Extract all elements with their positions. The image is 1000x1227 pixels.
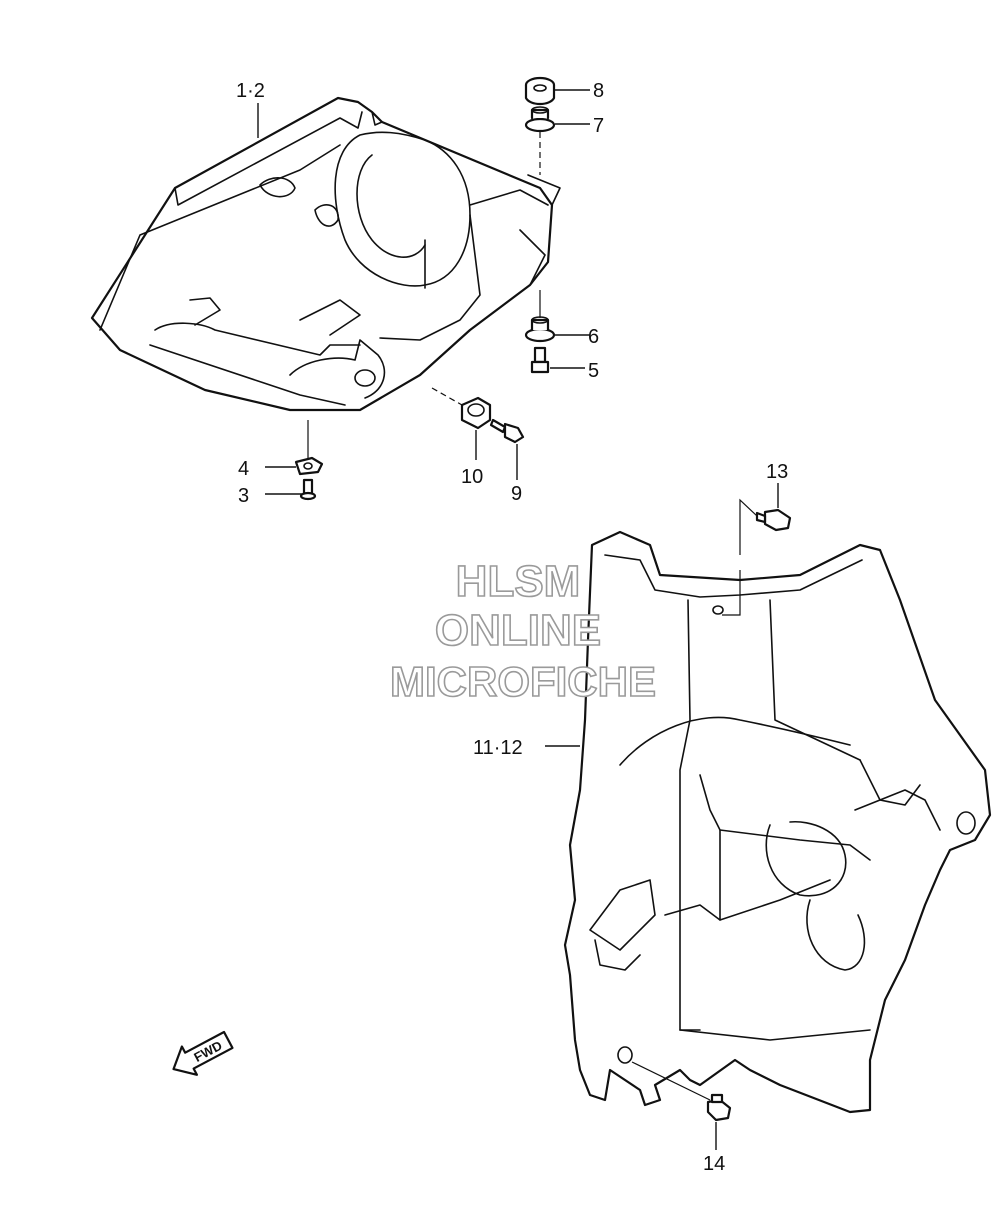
callout-3: 3 — [238, 485, 249, 507]
callout-labels: 1·2 8 7 6 5 10 9 4 3 13 11·12 14 — [236, 80, 788, 1175]
watermark: HLSM ONLINE MICROFICHE — [389, 556, 657, 706]
part-5-bolt — [530, 346, 550, 374]
inner-panel-part — [563, 530, 992, 1114]
callout-8: 8 — [593, 80, 604, 102]
callout-7: 7 — [593, 115, 604, 137]
part-3-screw — [299, 478, 317, 501]
callout-13: 13 — [766, 461, 788, 483]
upper-cover-part — [90, 96, 561, 412]
mount-axis-10 — [431, 387, 463, 406]
mount-axis-13 — [722, 498, 758, 616]
callout-14: 14 — [703, 1153, 725, 1175]
leader-lines — [257, 89, 779, 1150]
part-13-clip — [755, 508, 792, 532]
part-6-collar — [524, 316, 556, 343]
mount-axis-14 — [631, 1061, 711, 1101]
part-14-clip — [706, 1093, 732, 1122]
callout-9: 9 — [511, 483, 522, 505]
callout-11-12: 11·12 — [473, 737, 523, 759]
watermark-line-2: ONLINE — [435, 606, 601, 655]
callout-1-2: 1·2 — [236, 80, 265, 102]
watermark-line-1: HLSM — [456, 557, 581, 606]
part-10-grommet — [460, 396, 492, 430]
fwd-arrow-icon: FWD — [172, 1030, 234, 1076]
callout-10: 10 — [461, 466, 483, 488]
part-4-nut — [294, 456, 324, 476]
part-9-bolt — [489, 418, 525, 444]
callout-5: 5 — [588, 360, 599, 382]
watermark-line-3: MICROFICHE — [390, 658, 656, 705]
callout-4: 4 — [238, 458, 249, 480]
part-8-grommet — [524, 76, 556, 106]
callout-6: 6 — [588, 326, 599, 348]
part-7-collar — [524, 106, 556, 133]
